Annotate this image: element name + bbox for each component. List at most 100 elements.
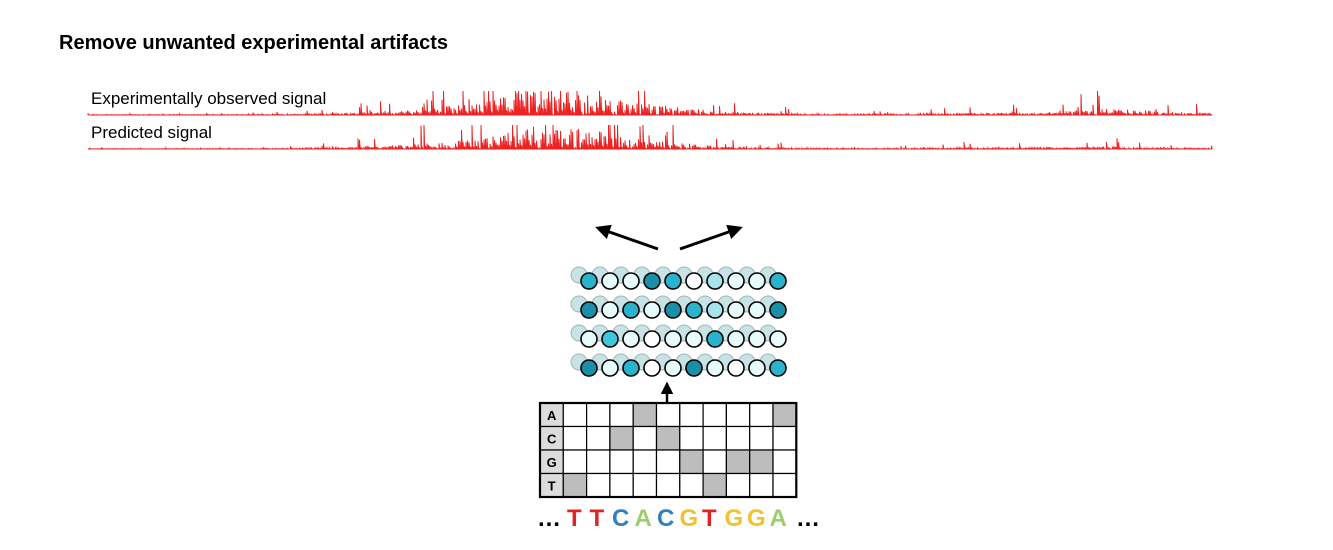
neuron xyxy=(601,330,619,348)
neuron xyxy=(622,301,640,319)
sequence-base: G xyxy=(747,505,766,532)
neuron xyxy=(601,301,619,319)
matrix-cell xyxy=(725,449,751,475)
signal-tracks xyxy=(87,90,1213,150)
neuron xyxy=(769,272,787,290)
matrix-cell xyxy=(725,472,751,498)
matrix-cell xyxy=(609,472,634,498)
matrix-cell xyxy=(725,402,751,428)
neuron xyxy=(580,359,598,377)
matrix-cell xyxy=(679,472,704,498)
neuron xyxy=(706,330,724,348)
matrix-cell xyxy=(725,425,751,451)
neuron xyxy=(664,330,682,348)
matrix-cell xyxy=(655,472,681,498)
matrix-cell xyxy=(585,402,611,428)
matrix-cell xyxy=(772,449,797,475)
observed-signal-track xyxy=(87,90,1213,116)
neuron xyxy=(601,272,619,290)
neuron xyxy=(685,330,703,348)
observed-signal-label: Experimentally observed signal xyxy=(91,89,327,108)
neuron xyxy=(748,359,766,377)
matrix-cell xyxy=(772,402,797,428)
matrix-cell xyxy=(772,425,797,451)
sequence-base: T xyxy=(567,505,582,532)
sequence-base: C xyxy=(612,505,629,532)
matrix-cell xyxy=(749,425,774,451)
matrix-cell xyxy=(655,449,681,475)
matrix-cell xyxy=(562,449,588,475)
matrix-cell xyxy=(655,402,681,428)
neuron xyxy=(601,359,619,377)
matrix-cell xyxy=(632,472,658,498)
matrix-border xyxy=(538,401,798,499)
matrix-cell xyxy=(632,425,658,451)
neuron xyxy=(685,301,703,319)
matrix-cell xyxy=(609,402,634,428)
sequence-base: G xyxy=(725,505,744,532)
neuron xyxy=(748,330,766,348)
matrix-cell xyxy=(749,449,774,475)
sequence-ellipsis-right: … xyxy=(796,505,820,532)
matrix-cell xyxy=(609,425,634,451)
matrix-row-label: G xyxy=(547,455,557,470)
neuron xyxy=(580,272,598,290)
matrix-cell xyxy=(702,449,727,475)
matrix-cell xyxy=(702,472,727,498)
neuron xyxy=(769,330,787,348)
matrix-cell xyxy=(585,449,611,475)
matrix-cell xyxy=(632,402,658,428)
matrix-cell xyxy=(702,402,727,428)
neuron xyxy=(664,359,682,377)
neuron xyxy=(748,301,766,319)
matrix-cell xyxy=(562,402,588,428)
matrix-cell xyxy=(562,425,588,451)
neuron xyxy=(643,359,661,377)
matrix-row-label: T xyxy=(548,478,556,493)
neuron xyxy=(622,330,640,348)
matrix-cell xyxy=(772,472,797,498)
matrix-cell xyxy=(632,449,658,475)
neuron xyxy=(643,330,661,348)
neuron xyxy=(769,359,787,377)
neuron xyxy=(727,330,745,348)
matrix-cell xyxy=(679,402,704,428)
neuron xyxy=(727,301,745,319)
neuron xyxy=(748,272,766,290)
sequence-ellipsis-left: … xyxy=(537,505,561,532)
sequence-base: T xyxy=(702,505,717,532)
neuron xyxy=(643,272,661,290)
sequence-base: C xyxy=(657,505,674,532)
neuron xyxy=(727,359,745,377)
matrix-row-label: C xyxy=(547,431,557,446)
neuron xyxy=(769,301,787,319)
sequence-base: G xyxy=(680,505,699,532)
matrix-cell xyxy=(562,472,588,498)
neuron xyxy=(580,301,598,319)
neuron xyxy=(706,359,724,377)
sequence-base: A xyxy=(635,505,652,532)
neuron xyxy=(622,272,640,290)
matrix-cell xyxy=(655,425,681,451)
matrix-cell xyxy=(609,449,634,475)
matrix-cell xyxy=(749,472,774,498)
matrix-cell xyxy=(749,402,774,428)
matrix-cell xyxy=(585,472,611,498)
neural-network-layers xyxy=(570,266,787,377)
neuron xyxy=(685,359,703,377)
output-arrow-right xyxy=(679,224,743,251)
predicted-signal-label: Predicted signal xyxy=(91,123,212,142)
neuron xyxy=(580,330,598,348)
neuron xyxy=(664,272,682,290)
matrix-cell xyxy=(702,425,727,451)
matrix-cell xyxy=(679,449,704,475)
neuron xyxy=(706,272,724,290)
output-arrow-left xyxy=(595,224,659,251)
neuron xyxy=(643,301,661,319)
matrix-cell xyxy=(679,425,704,451)
matrix-cell xyxy=(585,425,611,451)
matrix-row-label: A xyxy=(547,408,557,423)
